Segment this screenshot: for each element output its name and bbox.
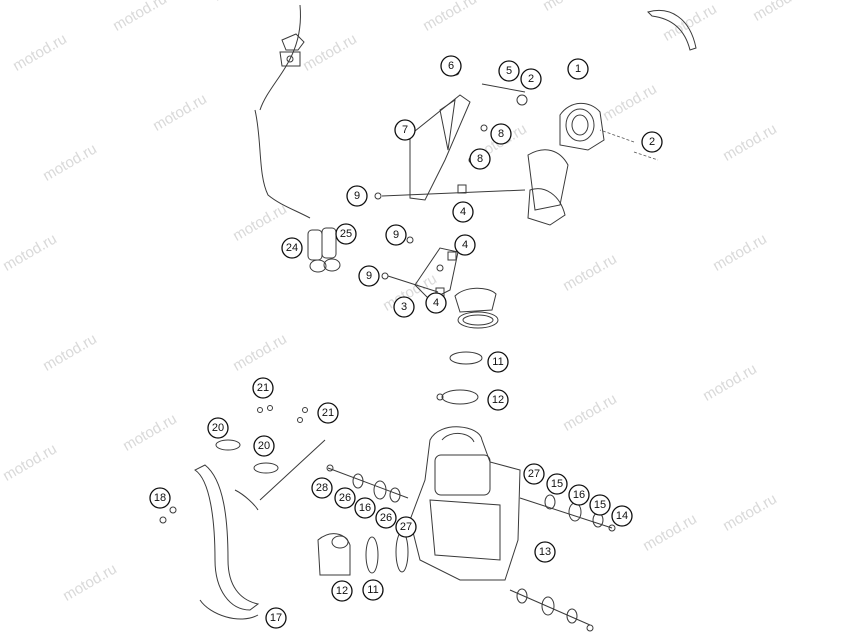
svg-text:25: 25 bbox=[340, 228, 352, 240]
callout-26: 26 bbox=[334, 487, 356, 509]
callout-4: 4 bbox=[452, 201, 474, 223]
svg-text:28: 28 bbox=[316, 482, 328, 494]
callout-3: 3 bbox=[393, 296, 415, 318]
spacers-left bbox=[326, 464, 409, 503]
leader-lines bbox=[599, 129, 659, 161]
callout-8: 8 bbox=[469, 148, 491, 170]
callout-11: 11 bbox=[362, 579, 384, 601]
callout-12: 12 bbox=[331, 580, 353, 602]
svg-text:27: 27 bbox=[528, 468, 540, 480]
svg-text:21: 21 bbox=[322, 407, 334, 419]
callout-28: 28 bbox=[311, 477, 333, 499]
callout-16: 16 bbox=[568, 484, 590, 506]
callout-9: 9 bbox=[358, 265, 380, 287]
callout-21: 21 bbox=[317, 402, 339, 424]
svg-text:4: 4 bbox=[460, 206, 466, 218]
svg-text:14: 14 bbox=[616, 510, 628, 522]
clamps-lower-left bbox=[159, 405, 326, 524]
clamp-12-top bbox=[436, 389, 479, 405]
svg-text:24: 24 bbox=[286, 242, 298, 254]
svg-text:9: 9 bbox=[354, 190, 360, 202]
svg-text:16: 16 bbox=[359, 502, 371, 514]
callout-20: 20 bbox=[207, 417, 229, 439]
svg-text:2: 2 bbox=[649, 136, 655, 148]
callout-17: 17 bbox=[265, 607, 287, 629]
svg-text:15: 15 bbox=[551, 478, 563, 490]
callout-4: 4 bbox=[454, 234, 476, 256]
svg-text:5: 5 bbox=[506, 65, 512, 77]
svg-text:11: 11 bbox=[492, 356, 503, 368]
callout-15: 15 bbox=[589, 494, 611, 516]
callout-14: 14 bbox=[611, 505, 633, 527]
clamp-11-top bbox=[449, 351, 483, 365]
callout-26: 26 bbox=[375, 507, 397, 529]
svg-text:11: 11 bbox=[367, 584, 378, 596]
svg-text:15: 15 bbox=[594, 499, 606, 511]
callout-21: 21 bbox=[252, 377, 274, 399]
svg-text:16: 16 bbox=[573, 489, 585, 501]
svg-text:4: 4 bbox=[433, 297, 439, 309]
svg-text:2: 2 bbox=[528, 73, 534, 85]
callout-6: 6 bbox=[440, 55, 462, 77]
callout-9: 9 bbox=[346, 185, 368, 207]
svg-text:26: 26 bbox=[339, 492, 351, 504]
callout-15: 15 bbox=[546, 473, 568, 495]
callout-13: 13 bbox=[534, 541, 556, 563]
svg-text:20: 20 bbox=[258, 440, 270, 452]
callout-12: 12 bbox=[487, 389, 509, 411]
callout-20: 20 bbox=[253, 435, 275, 457]
headlight-mount bbox=[527, 102, 605, 226]
svg-text:21: 21 bbox=[257, 382, 269, 394]
svg-text:8: 8 bbox=[477, 153, 483, 165]
small-bracket-top-left bbox=[279, 33, 305, 67]
svg-text:9: 9 bbox=[393, 229, 399, 241]
callout-18: 18 bbox=[149, 487, 171, 509]
grommets-24-25 bbox=[307, 227, 341, 273]
svg-text:26: 26 bbox=[380, 512, 392, 524]
svg-text:13: 13 bbox=[539, 546, 551, 558]
svg-text:12: 12 bbox=[492, 394, 504, 406]
svg-text:8: 8 bbox=[498, 128, 504, 140]
callout-4: 4 bbox=[425, 292, 447, 314]
bolts-upper bbox=[374, 68, 528, 297]
svg-text:1: 1 bbox=[575, 63, 581, 75]
callout-27: 27 bbox=[523, 463, 545, 485]
callout-5: 5 bbox=[498, 60, 520, 82]
svg-text:6: 6 bbox=[448, 60, 454, 72]
bracket-7 bbox=[409, 94, 471, 201]
callout-16: 16 bbox=[354, 497, 376, 519]
callout-9: 9 bbox=[385, 224, 407, 246]
svg-text:12: 12 bbox=[336, 585, 348, 597]
callout-8: 8 bbox=[490, 123, 512, 145]
callout-11: 11 bbox=[487, 351, 509, 373]
svg-text:20: 20 bbox=[212, 422, 224, 434]
callout-25: 25 bbox=[335, 223, 357, 245]
callout-2: 2 bbox=[641, 131, 663, 153]
callout-27: 27 bbox=[395, 516, 417, 538]
svg-text:18: 18 bbox=[154, 492, 166, 504]
svg-text:3: 3 bbox=[401, 301, 407, 313]
fairing-outline bbox=[254, 4, 697, 219]
svg-text:7: 7 bbox=[402, 124, 408, 136]
hoses-12-11-lower bbox=[317, 531, 409, 576]
intake-tube-17 bbox=[194, 464, 260, 620]
hose-clamp-assembly bbox=[454, 287, 499, 329]
callout-7: 7 bbox=[394, 119, 416, 141]
svg-text:27: 27 bbox=[400, 521, 412, 533]
callout-2: 2 bbox=[520, 68, 542, 90]
svg-text:9: 9 bbox=[366, 270, 372, 282]
spacers-right bbox=[509, 494, 616, 632]
callout-1: 1 bbox=[567, 58, 589, 80]
svg-text:17: 17 bbox=[270, 612, 282, 624]
svg-text:4: 4 bbox=[462, 239, 468, 251]
airbox bbox=[409, 426, 521, 581]
callout-24: 24 bbox=[281, 237, 303, 259]
